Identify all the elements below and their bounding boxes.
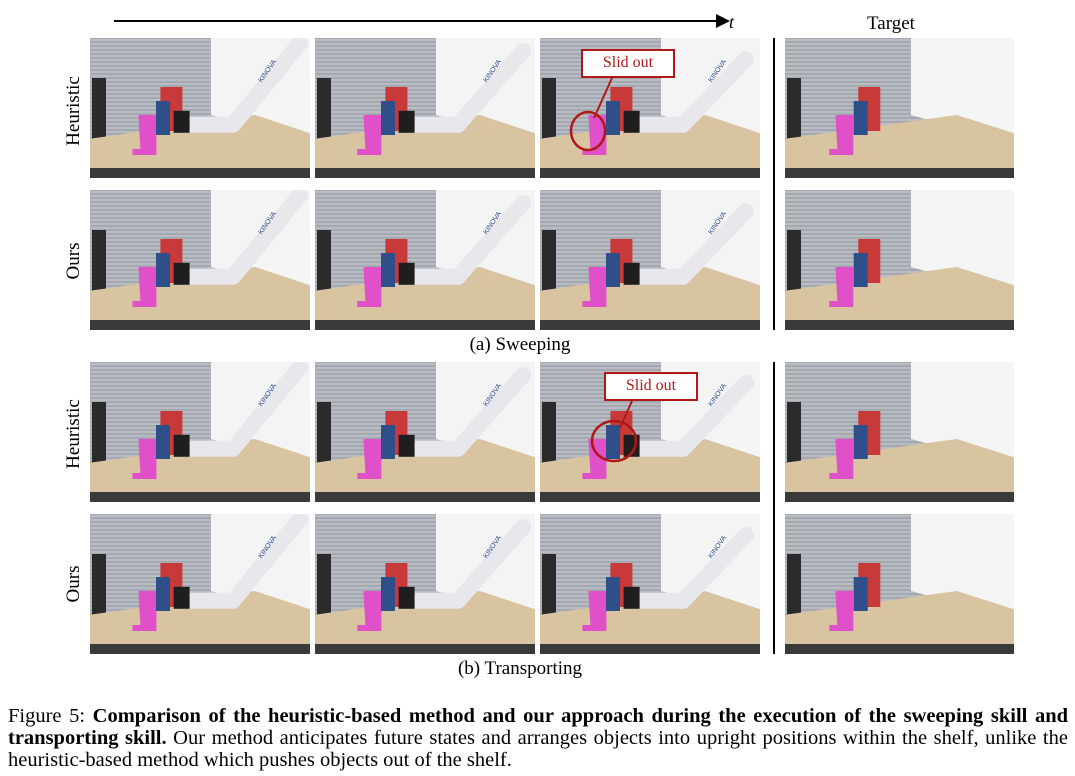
figure-caption: Figure 5: Comparison of the heuristic-ba… [8, 705, 1068, 771]
callout-pointer-sweeping [593, 77, 613, 119]
target-column-header: Target [867, 13, 915, 34]
slid-out-circle-transporting [590, 419, 638, 463]
photo-ours-sweeping-target [785, 190, 1014, 330]
photo-heuristic-transporting-step-1: KINOVA [90, 362, 310, 502]
time-axis-label: t [729, 12, 735, 32]
photo-heuristic-transporting-step-2: KINOVA [315, 362, 535, 502]
subcaption-sweeping: (a) Sweeping [469, 334, 571, 355]
photo-heuristic-sweeping-step-2: KINOVA [315, 38, 535, 178]
photo-heuristic-sweeping-step-1: KINOVA [90, 38, 310, 178]
subcaption-transporting: (b) Transporting [457, 658, 583, 679]
photo-ours-transporting-target [785, 514, 1014, 654]
caption-body: Our method anticipates future states and… [8, 727, 1068, 771]
target-divider-transporting [773, 362, 775, 654]
time-axis-line [114, 20, 724, 22]
slid-out-circle-sweeping [569, 110, 607, 152]
callout-slid-out-transporting: Slid out [604, 372, 698, 401]
target-divider-sweeping [773, 38, 775, 330]
caption-bold: Comparison of the heuristic-based method… [8, 705, 1068, 749]
callout-slid-out-sweeping: Slid out [581, 49, 675, 78]
photo-heuristic-sweeping-target [785, 38, 1014, 178]
photo-ours-sweeping-step-3: KINOVA [540, 190, 760, 330]
photo-ours-transporting-step-2: KINOVA [315, 514, 535, 654]
photo-ours-sweeping-step-2: KINOVA [315, 190, 535, 330]
caption-prefix: Figure 5: [8, 705, 93, 727]
photo-ours-transporting-step-3: KINOVA [540, 514, 760, 654]
time-axis-arrowhead [716, 14, 730, 28]
photo-ours-transporting-step-1: KINOVA [90, 514, 310, 654]
photo-heuristic-transporting-target [785, 362, 1014, 502]
photo-ours-sweeping-step-1: KINOVA [90, 190, 310, 330]
